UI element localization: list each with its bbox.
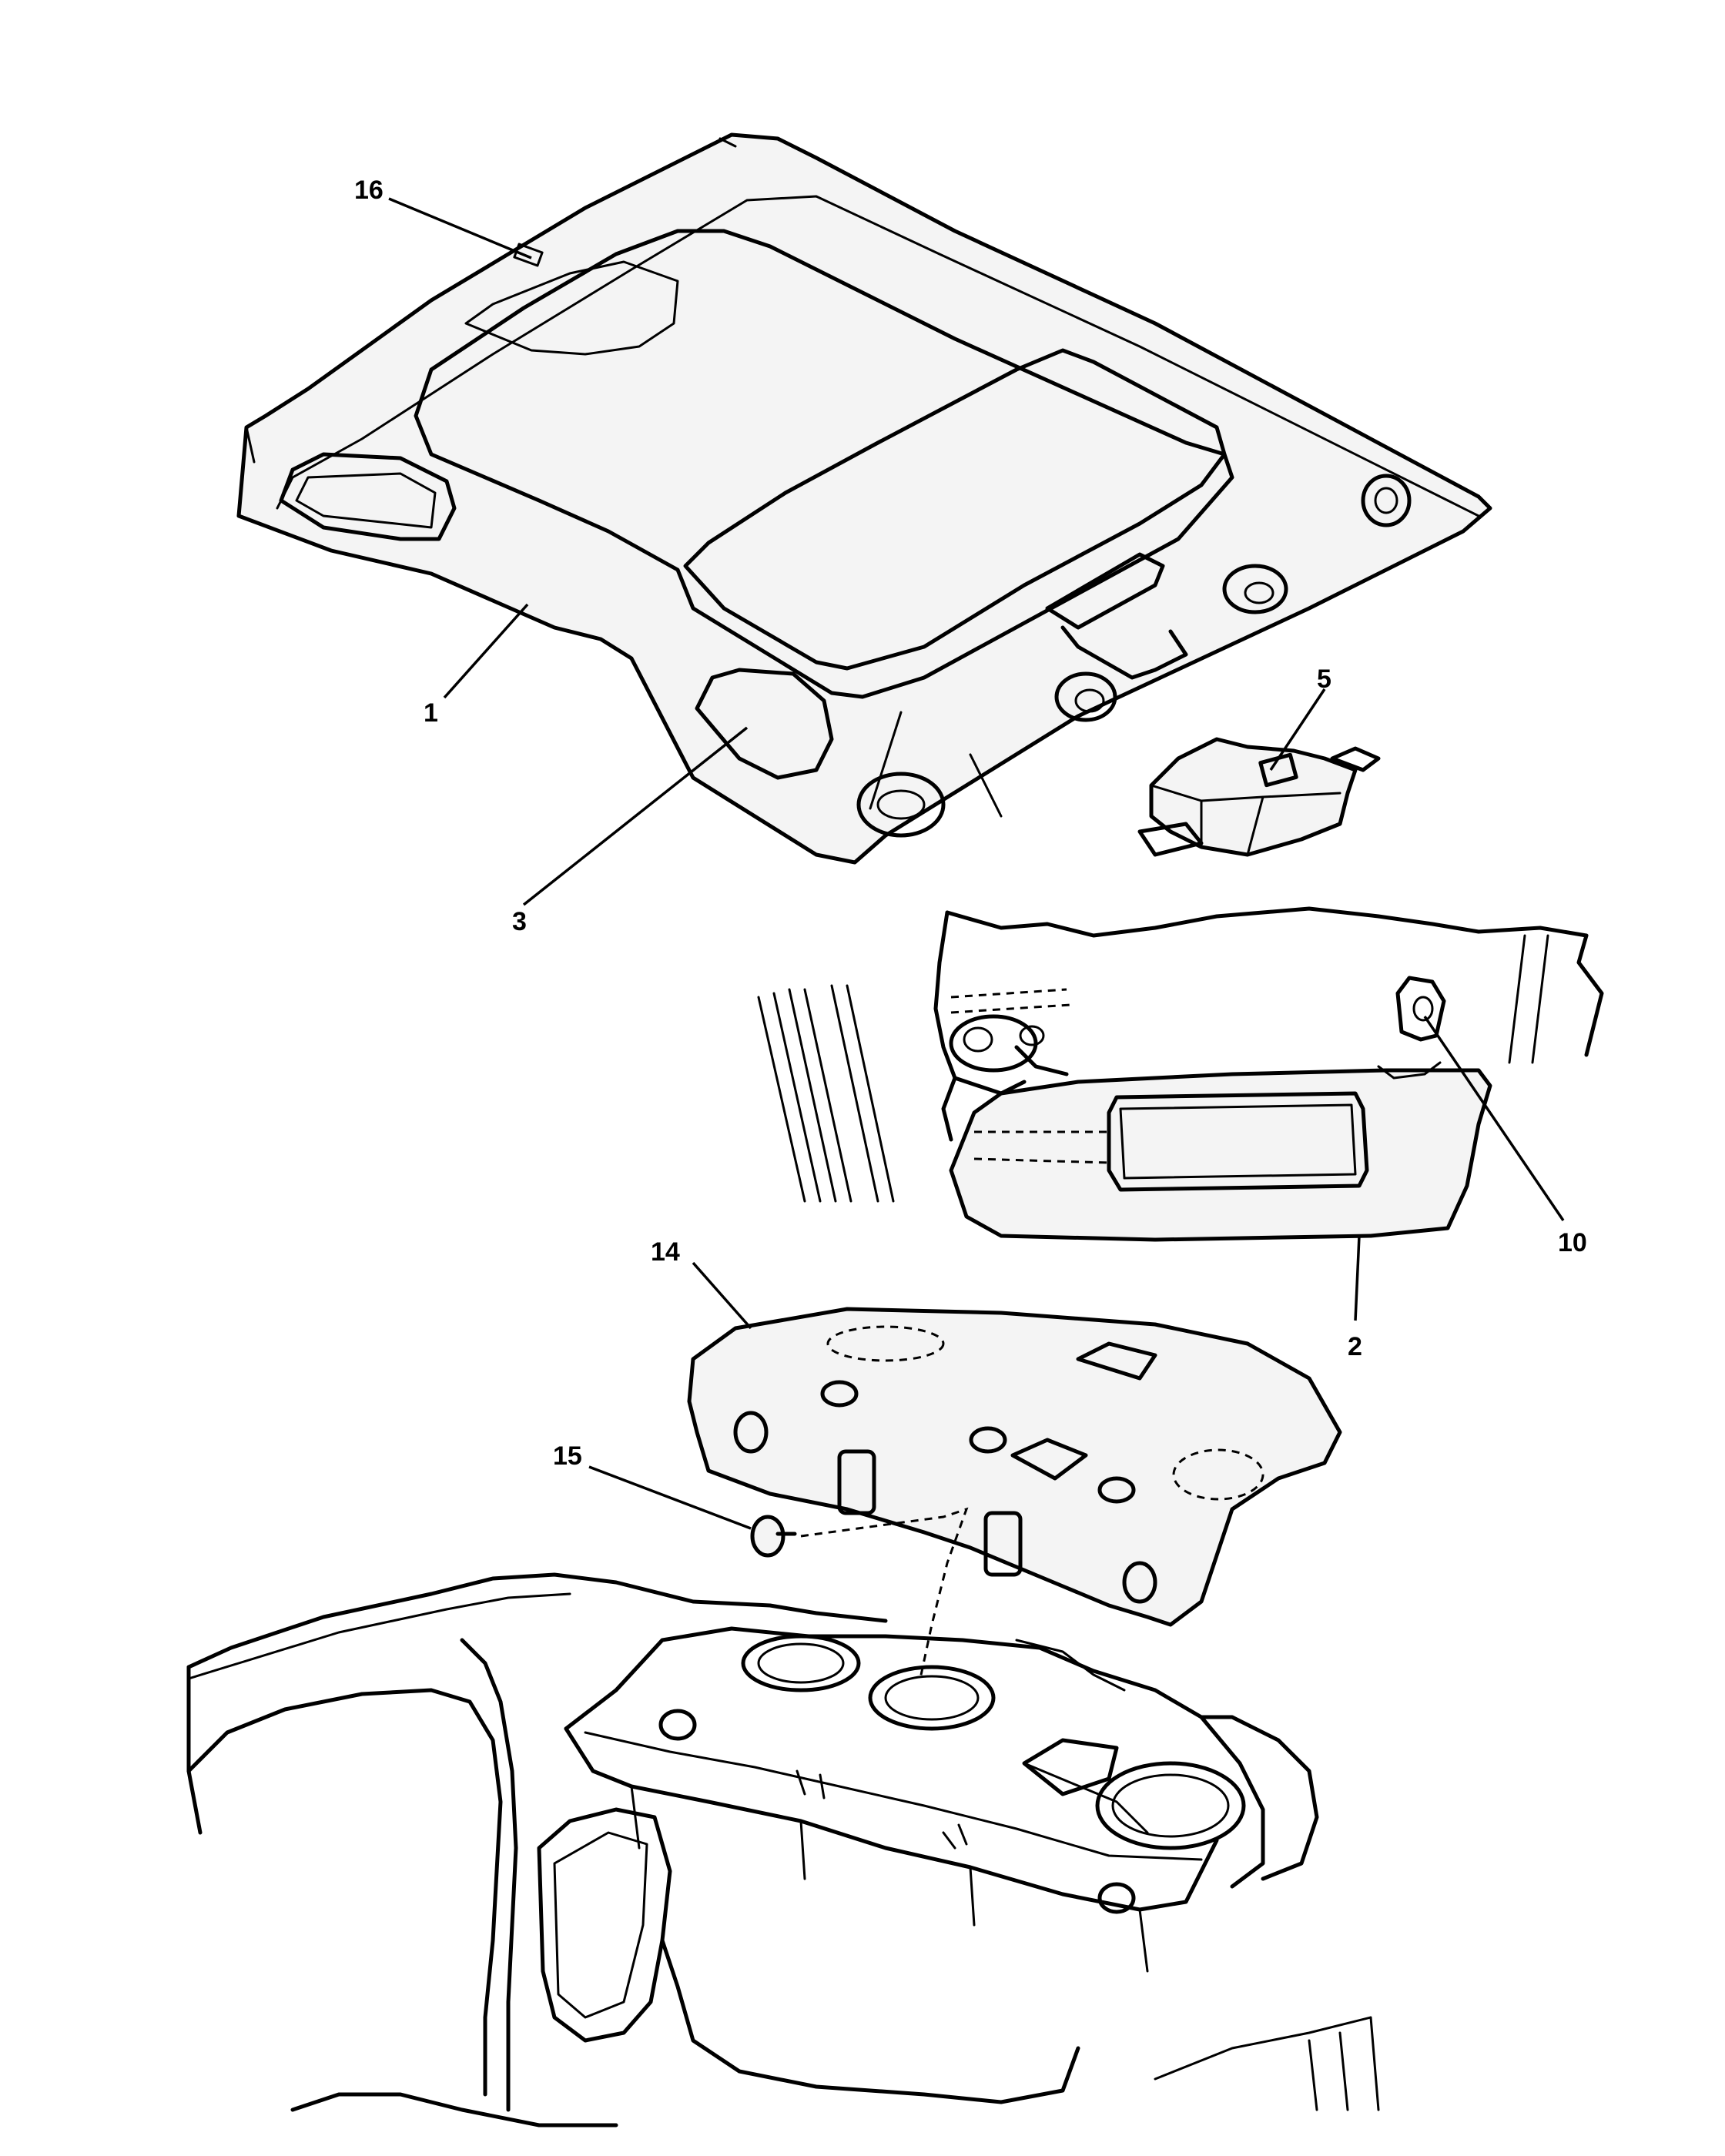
headliner [236,132,1492,865]
leader-10 [1423,1016,1565,1221]
leader-3 [522,726,749,906]
sun-visor-assembly [757,906,1604,1242]
rear-shelf-panel [687,1307,1342,1627]
push-pin-fastener [750,1507,969,1679]
leader-14 [692,1261,752,1330]
callout-10: 10 [1558,1228,1587,1257]
leader-16 [388,197,532,259]
callout-2: 2 [1348,1332,1362,1361]
leader-5 [1269,688,1326,771]
callout-5: 5 [1317,665,1331,694]
leader-1 [443,603,529,699]
callout-leaders [388,197,1565,1530]
callout-14: 14 [651,1237,680,1267]
overhead-console [1137,737,1381,857]
callout-15: 15 [553,1441,582,1471]
car-body [186,1572,1380,2128]
callout-16: 16 [354,176,384,205]
callout-1: 1 [424,698,438,728]
leader-15 [588,1465,752,1530]
callout-3: 3 [512,907,527,936]
callout-labels: 16 1 3 5 10 2 14 15 [354,176,1587,1471]
leader-2 [1354,1235,1361,1321]
